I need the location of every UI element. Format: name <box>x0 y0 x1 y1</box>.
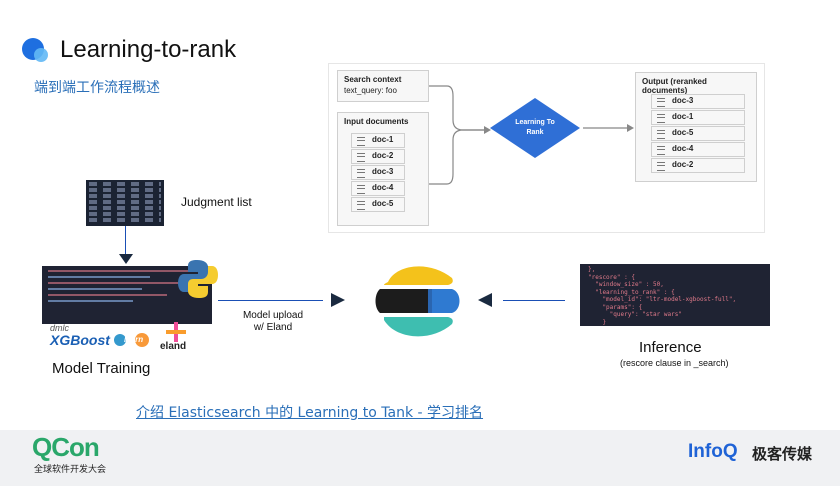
document-icon <box>657 146 665 155</box>
document-icon <box>657 114 665 123</box>
output-doc-item: doc-1 <box>651 110 745 125</box>
scikit-learn-logo: learn <box>114 333 150 347</box>
scikit-learn-icon <box>114 333 149 347</box>
python-logo-icon <box>178 260 218 298</box>
document-icon <box>657 130 665 139</box>
input-doc-item: doc-3 <box>351 165 405 180</box>
code-line: "query": "star wars" <box>588 311 682 318</box>
eland-logo-icon <box>166 322 186 342</box>
code-line: "params": { <box>588 303 643 311</box>
arrow-right-icon <box>331 293 345 307</box>
output-doc-item: doc-3 <box>651 94 745 109</box>
infoq-logo: InfoQ <box>688 441 738 462</box>
output-heading: Output (reranked documents) <box>642 77 707 95</box>
inference-sublabel: (rescore clause in _search) <box>620 358 729 368</box>
input-doc-item: doc-5 <box>351 197 405 212</box>
search-context-heading: Search context <box>344 75 402 84</box>
inference-code-block: },"rescore" : { "window_size" : 50, "lea… <box>580 264 770 326</box>
input-documents-heading: Input documents <box>344 117 409 126</box>
down-connector <box>125 226 126 254</box>
document-icon <box>357 169 365 178</box>
upload-connector <box>218 300 323 301</box>
search-context-panel: Search context text_query: foo <box>337 70 429 102</box>
ltr-diamond: Learning To Rank <box>489 97 581 159</box>
page-title: Learning-to-rank <box>60 36 237 63</box>
elastic-logo-icon <box>375 266 460 337</box>
dmlc-label: dmlc <box>50 323 70 333</box>
title-bullet-accent-icon <box>34 48 48 62</box>
judgment-list-table <box>86 180 164 226</box>
input-doc-item: doc-2 <box>351 149 405 164</box>
code-line: "learning_to_rank" : { <box>588 288 675 296</box>
output-doc-item: doc-4 <box>651 142 745 157</box>
input-doc-item: doc-1 <box>351 133 405 148</box>
model-training-label: Model Training <box>52 360 151 377</box>
infoq-media-label: 极客传媒 <box>752 445 813 463</box>
document-icon <box>357 137 365 146</box>
model-upload-line2: w/ Eland <box>253 322 293 333</box>
qcon-subtitle: 全球软件开发大会 <box>34 465 107 475</box>
ltr-label-line2: Rank <box>526 129 544 136</box>
ltr-diamond-shape <box>490 98 580 158</box>
code-line: "window_size" : 50, <box>588 281 664 288</box>
footer-bar <box>0 430 840 486</box>
document-icon <box>657 162 665 171</box>
model-upload-label: Model upload w/ Eland <box>236 310 310 334</box>
arrow-left-icon <box>478 293 492 307</box>
arrow-down-icon <box>119 254 133 264</box>
search-context-query: text_query: foo <box>344 86 397 95</box>
ltr-flow-diagram: Search context text_query: foo Input doc… <box>328 63 765 233</box>
document-icon <box>357 185 365 194</box>
xgboost-logo: XGBoost <box>50 332 110 348</box>
flow-connectors <box>427 85 634 185</box>
learn-label: learn <box>124 335 144 344</box>
output-doc-item: doc-5 <box>651 126 745 141</box>
code-line: }, <box>588 266 596 273</box>
document-icon <box>357 153 365 162</box>
model-upload-line1: Model upload <box>242 310 304 321</box>
eland-label: eland <box>160 341 187 352</box>
ltr-label-line1: Learning To <box>515 119 555 126</box>
page-subtitle: 端到端工作流程概述 <box>34 80 160 96</box>
code-line: "rescore" : { <box>588 273 635 281</box>
article-link[interactable]: 介绍 Elasticsearch 中的 Learning to Tank - 学… <box>136 405 484 421</box>
code-line: "model_id": "ltr-model-xgboost-full", <box>588 296 737 303</box>
judgment-list-label: Judgment list <box>181 195 252 209</box>
document-icon <box>357 201 365 210</box>
code-line: } <box>588 318 607 326</box>
input-doc-item: doc-4 <box>351 181 405 196</box>
inference-label: Inference <box>639 339 702 356</box>
document-icon <box>657 98 665 107</box>
qcon-logo: QCon <box>32 432 100 462</box>
output-doc-item: doc-2 <box>651 158 745 173</box>
inference-connector <box>503 300 565 301</box>
